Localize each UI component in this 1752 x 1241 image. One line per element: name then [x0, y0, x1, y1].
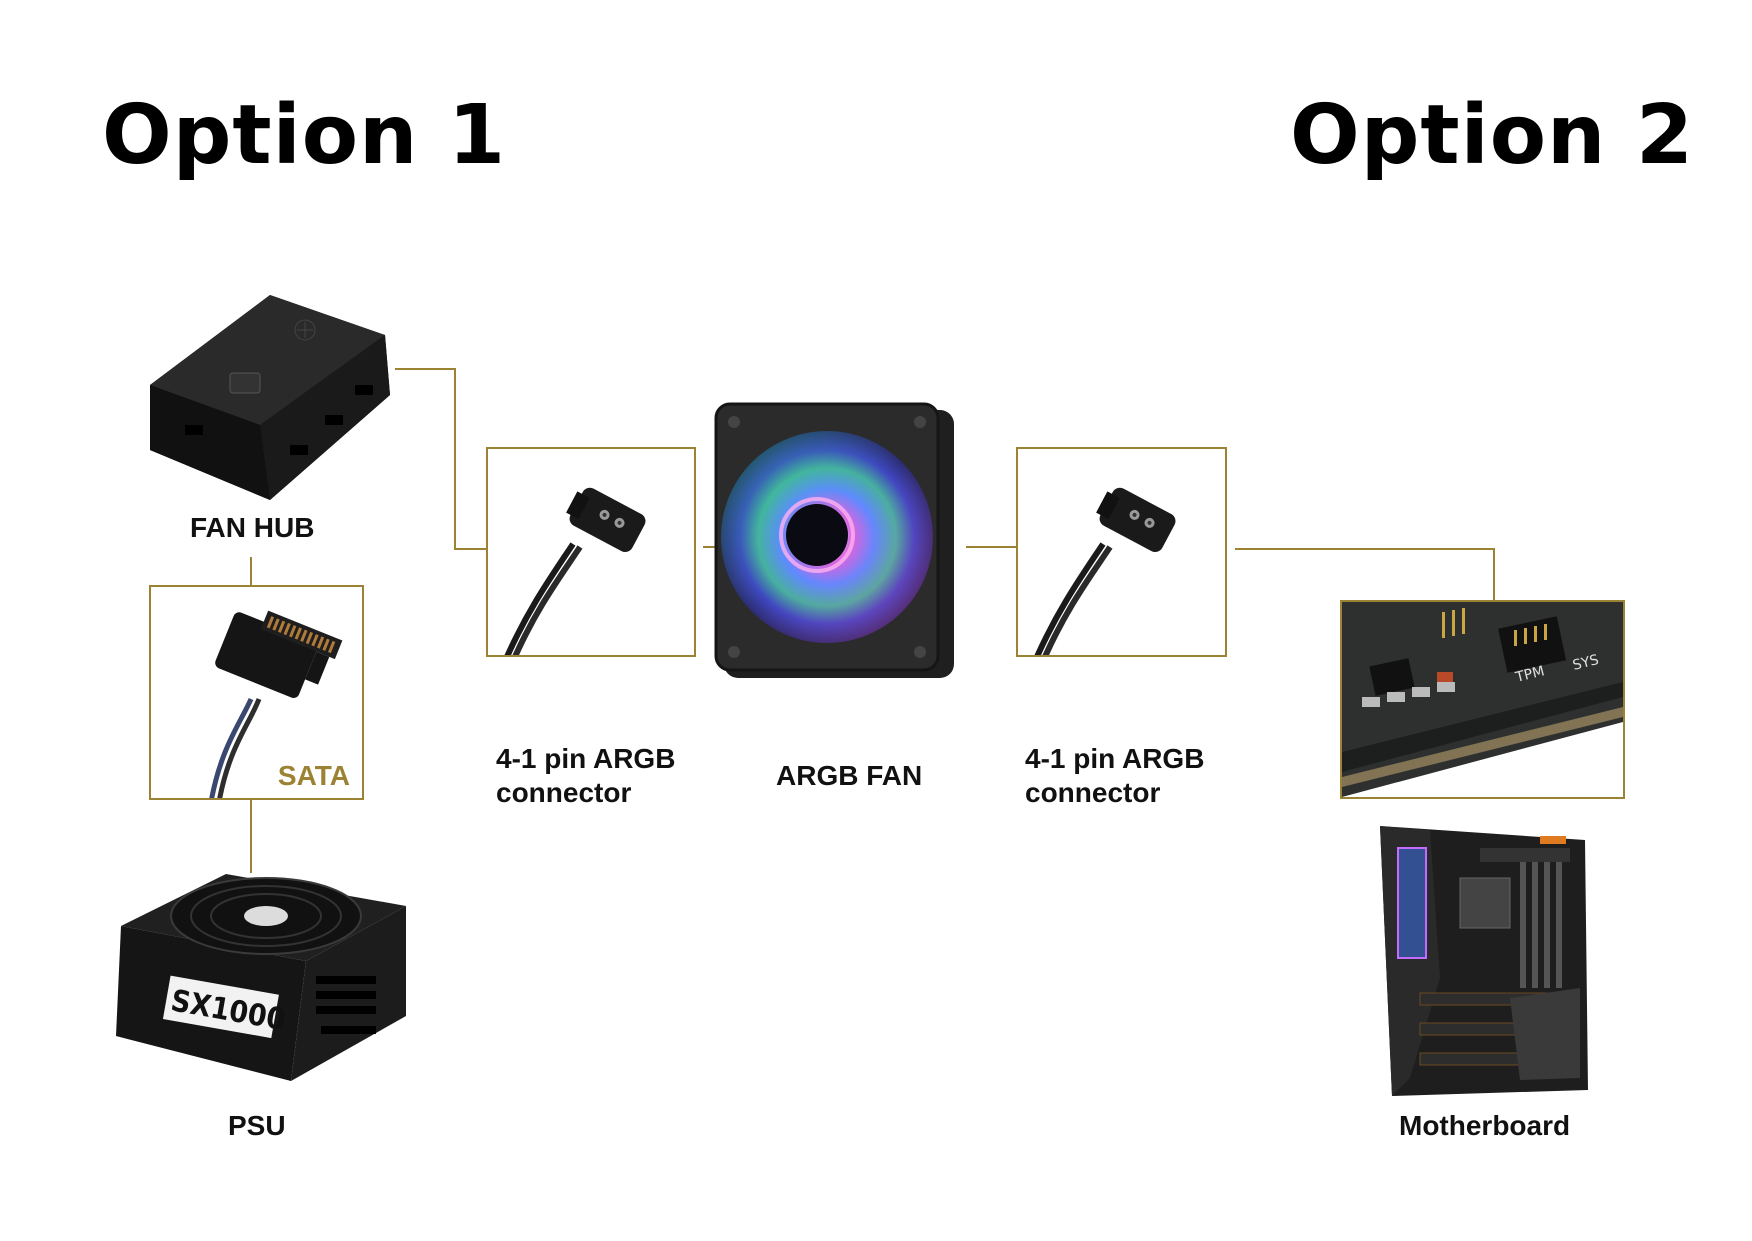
left-connector-label-line2: connector	[496, 777, 632, 808]
right-connector-label-line2: connector	[1025, 777, 1161, 808]
line-right-connector-to-header	[1235, 548, 1495, 604]
right-argb-connector-image	[1034, 487, 1176, 655]
argb-fan-image	[714, 402, 954, 678]
motherboard-image	[1380, 826, 1588, 1096]
right-argb-connector-box	[1016, 447, 1227, 657]
psu-image: SX1000	[116, 874, 406, 1081]
tpm-silkscreen: TPM	[1513, 663, 1546, 686]
argb-fan-label: ARGB FAN	[776, 760, 923, 791]
left-argb-connector-image	[504, 487, 646, 655]
fan-hub-image	[150, 295, 390, 500]
left-argb-connector-box	[486, 447, 696, 657]
fan-hub-label: FAN HUB	[190, 512, 315, 543]
argb-header-closeup-box: TPM SYS	[1340, 600, 1625, 799]
option-2-heading: Option 2	[1290, 88, 1695, 183]
sata-connector-image	[209, 610, 343, 798]
left-connector-label-line1: 4-1 pin ARGB	[496, 743, 676, 774]
option-1-heading: Option 1	[102, 88, 507, 183]
argb-header-closeup-image: TPM SYS	[1342, 602, 1623, 797]
sys-silkscreen: SYS	[1571, 652, 1601, 674]
right-connector-label-line1: 4-1 pin ARGB	[1025, 743, 1205, 774]
line-hub-to-left-connector	[395, 368, 493, 550]
motherboard-label: Motherboard	[1399, 1110, 1571, 1141]
sata-connector-box: SATA	[149, 585, 364, 800]
sata-label: SATA	[277, 760, 350, 791]
psu-label: PSU	[228, 1110, 286, 1141]
